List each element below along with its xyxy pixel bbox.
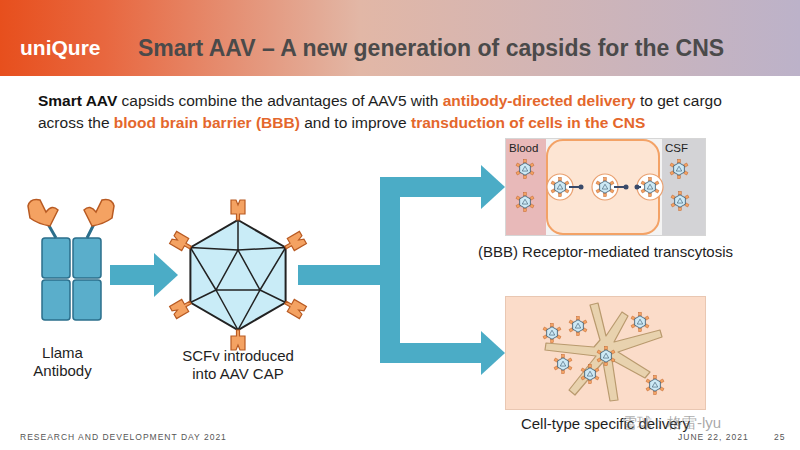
antibody-chain — [73, 280, 101, 320]
capsid-icon — [670, 159, 688, 178]
highlight-text: transduction of cells in the CNS — [411, 114, 645, 131]
capsid-icon — [516, 192, 534, 211]
logo-text: uniQure — [20, 36, 101, 60]
slide-title: Smart AAV – A new generation of capsids … — [138, 35, 724, 62]
node-caption: (BBB) Receptor-mediated transcytosis — [441, 243, 771, 261]
antibody-binding-domain — [28, 200, 58, 226]
scfv-tab — [231, 200, 245, 220]
capsid-icon — [596, 177, 614, 196]
flow-arrow — [110, 265, 154, 285]
body-text: Smart AAV — [38, 92, 117, 109]
neuron — [545, 303, 662, 401]
scfv-tab — [170, 231, 194, 253]
flow-arrow — [298, 275, 481, 353]
flow-arrow — [298, 187, 481, 275]
scfv-tab — [282, 296, 306, 318]
antibody-chain — [73, 238, 101, 278]
region-label: Blood — [509, 142, 538, 154]
capsid-icon — [551, 177, 569, 196]
antibody-illustration — [28, 200, 114, 320]
cell-panel: Cell-type specific delivery — [505, 296, 706, 410]
antibody-node: Llama Antibody — [15, 200, 110, 350]
node-caption: Llama Antibody — [23, 344, 103, 380]
bbb-panel: (BBB) Receptor-mediated transcytosisBloo… — [505, 138, 706, 236]
antibody-hinge — [48, 224, 94, 238]
watermark: 雪球：格雷-lyu — [622, 414, 721, 433]
capsid-icon — [641, 177, 659, 196]
antibody-binding-domain — [84, 200, 114, 226]
capsid-icon — [516, 159, 534, 178]
receptor — [635, 185, 640, 190]
endothelial-cell — [547, 140, 659, 234]
receptor — [579, 185, 584, 190]
highlight-text: antibody-directed delivery — [443, 92, 636, 109]
vesicle — [547, 174, 573, 200]
vesicle — [637, 174, 663, 200]
intro-paragraph: Smart AAV capsids combine the advantages … — [38, 90, 768, 134]
capsid-icon — [543, 323, 561, 342]
receptor-link — [569, 186, 641, 188]
capsid-icon — [569, 316, 587, 335]
capsid-node: SCFv introduced into AAV CAP — [178, 205, 298, 345]
capsid-icon — [631, 312, 649, 331]
scfv-tab — [282, 231, 306, 253]
capsid-icon — [646, 375, 664, 394]
page-number: 25 — [774, 432, 785, 442]
body-text: capsids combine the advantages of AAV5 w… — [122, 92, 439, 109]
footer-text: RESEARCH AND DEVELOPMENT DAY 2021 — [20, 432, 227, 442]
region-label: CSF — [665, 142, 688, 154]
capsid-icon — [597, 346, 615, 365]
node-caption: SCFv introduced into AAV CAP — [168, 347, 308, 383]
highlight-text: blood brain barrier (BBB) — [114, 114, 300, 131]
csf-region: CSF — [662, 139, 705, 235]
capsid-illustration — [170, 200, 307, 350]
scfv-tab — [170, 296, 194, 318]
header-band — [0, 0, 800, 76]
blood-region: Blood — [506, 139, 546, 235]
capsid-icon — [581, 364, 599, 383]
capsid-facets — [190, 220, 285, 330]
body-text: and to improve — [304, 114, 407, 131]
antibody-chain — [42, 238, 70, 278]
capsid-icon — [554, 354, 572, 373]
capsid-icon — [671, 191, 689, 210]
receptor — [624, 185, 629, 190]
antibody-chain — [42, 280, 70, 320]
vesicle — [592, 174, 618, 200]
capsid-shell — [190, 220, 285, 330]
footer-date: JUNE 22, 2021 — [678, 432, 749, 442]
